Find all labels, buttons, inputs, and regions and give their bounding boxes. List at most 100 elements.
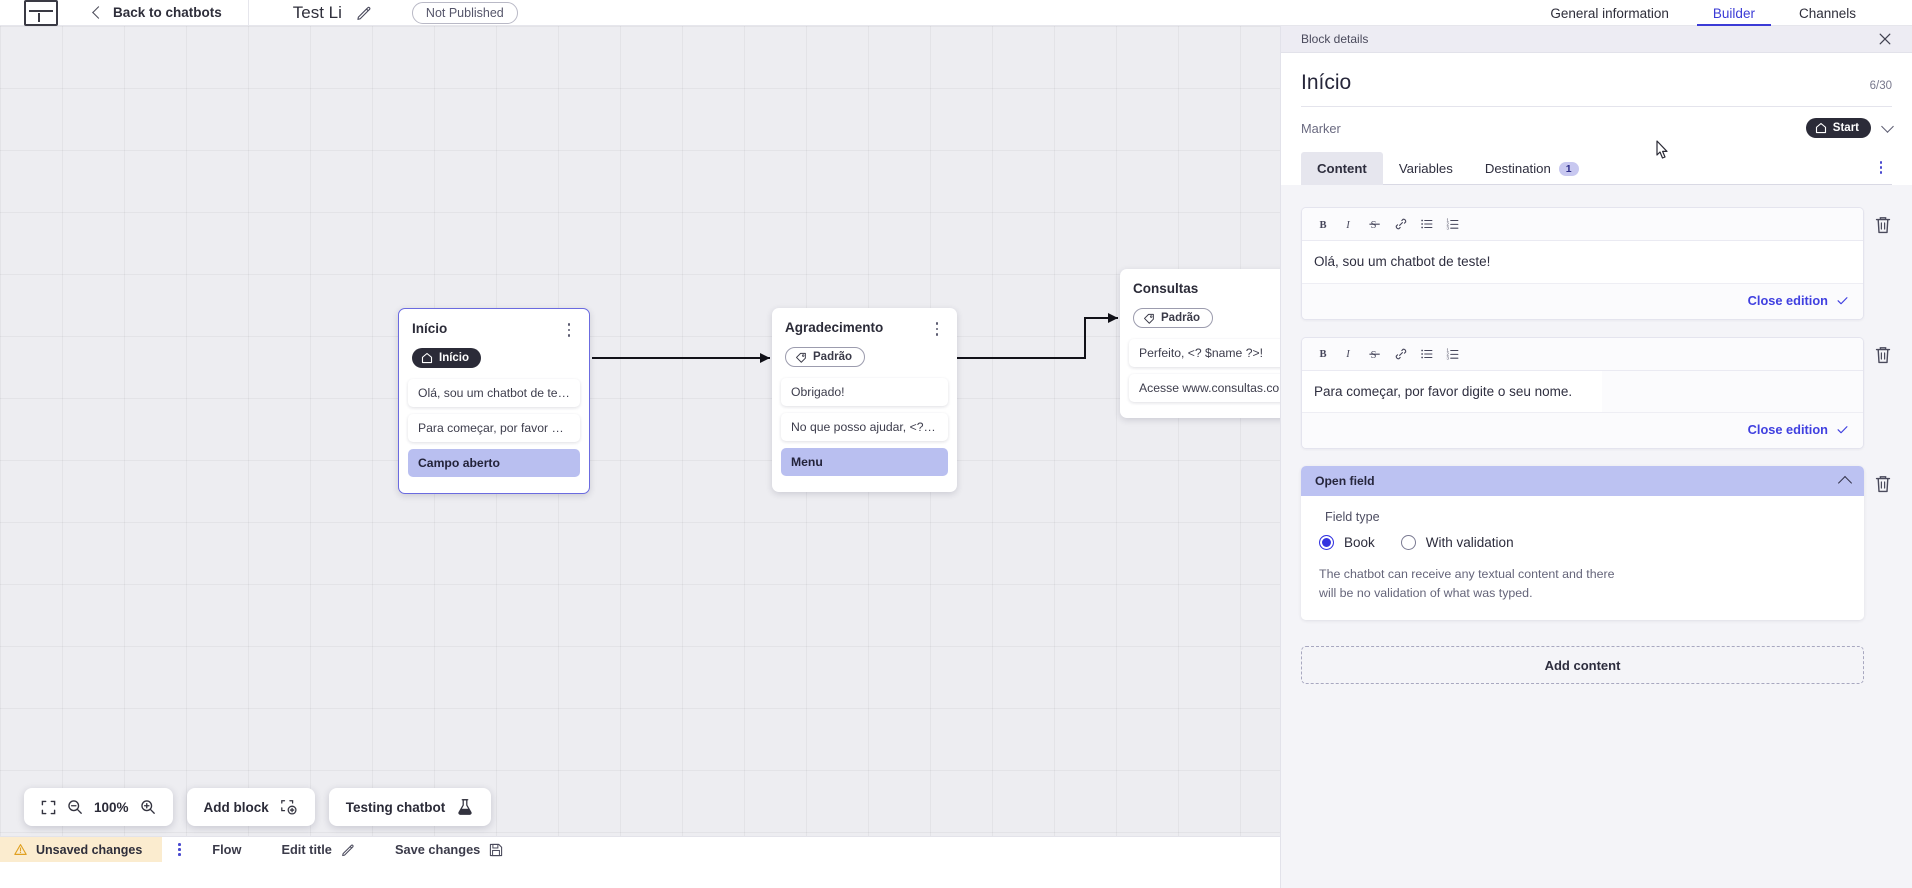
trash-icon[interactable] [1874,215,1892,235]
tab-destination-label: Destination [1484,161,1551,176]
marker-badge-label: Padrão [1161,312,1200,324]
block-menu-icon[interactable] [930,320,944,338]
bot-title-group: Test Li Not Published [249,1,518,24]
zoom-controls: 100% [24,788,173,826]
rich-text-content[interactable]: Para começar, por favor digite o seu nom… [1302,370,1602,413]
add-block-icon [280,800,297,815]
panel-tabs: Content Variables Destination 1 [1301,147,1892,185]
radio-option-with-validation[interactable]: With validation [1400,535,1514,551]
zoom-out-icon[interactable] [67,799,83,815]
bold-icon[interactable]: B [1310,213,1336,235]
warning-triangle-icon [14,844,27,855]
tab-builder[interactable]: Builder [1691,0,1777,26]
strikethrough-icon[interactable]: S [1362,343,1388,365]
tab-channels[interactable]: Channels [1798,5,1856,21]
tab-destination[interactable]: Destination 1 [1469,152,1595,185]
bullet-list-icon[interactable] [1414,343,1440,365]
block-rows: Obrigado! No que posso ajudar, <? $name … [772,378,957,492]
link-icon[interactable] [1388,213,1414,235]
radio-with-validation-input[interactable] [1400,535,1416,551]
block-header: Agradecimento [772,308,957,338]
chevron-down-icon[interactable] [1881,119,1894,133]
canvas-toolbar: 100% Add block Testing chatbot [24,788,492,826]
rich-text-editor[interactable]: B I S [1301,336,1864,450]
block-row[interactable]: Para começar, por favor digite o ... [408,414,580,442]
panel-title-row: Início 6/30 [1301,53,1892,107]
tab-variables[interactable]: Variables [1383,152,1469,185]
close-edition-label: Close edition [1747,422,1828,438]
block-row[interactable]: Obrigado! [781,378,948,406]
block-row[interactable]: Campo aberto [408,449,580,477]
zoom-in-icon[interactable] [140,799,156,815]
block-row[interactable]: Acesse www.consultas.com par... [1129,374,1303,402]
close-edition-button[interactable]: Close edition [1748,293,1849,308]
radio-option-book[interactable]: Book [1319,535,1375,551]
marker-badge-label: Padrão [813,351,852,363]
tab-content-label: Content [1317,161,1367,176]
pencil-icon[interactable] [356,5,372,21]
check-icon [1837,296,1848,304]
close-edition-label: Close edition [1747,292,1828,308]
svg-text:B: B [1319,220,1326,231]
zoom-level: 100% [94,799,129,815]
edit-title-button[interactable]: Edit title [261,837,374,863]
tab-content[interactable]: Content [1301,152,1383,185]
bullet-list-icon[interactable] [1414,213,1440,235]
tag-icon [1144,313,1154,324]
add-block-button[interactable]: Add block [186,788,315,826]
save-changes-button[interactable]: Save changes [375,837,523,863]
numbered-list-icon[interactable]: 1 2 3 [1440,213,1466,235]
chevron-up-icon[interactable] [1837,476,1853,491]
italic-icon[interactable]: I [1336,213,1362,235]
rich-text-content[interactable]: Olá, sou um chatbot de teste! [1302,241,1863,283]
testing-chatbot-button[interactable]: Testing chatbot [328,788,492,826]
rich-text-footer: Close edition [1302,282,1863,319]
more-vertical-icon[interactable] [166,837,192,863]
status-badge: Not Published [411,1,518,24]
top-bar: Back to chatbots Test Li Not Published G… [0,0,1912,26]
radio-book-input[interactable] [1319,535,1334,551]
rich-text-editor[interactable]: B I S [1301,207,1864,320]
block-menu-icon[interactable] [562,321,576,339]
panel-tabs-more-icon[interactable] [1870,157,1892,179]
block-marker[interactable]: Padrão [772,338,957,378]
tab-general-information[interactable]: General information [1550,5,1669,21]
svg-text:S: S [1371,350,1377,361]
flow-button[interactable]: Flow [192,837,261,863]
app-logo[interactable] [0,0,60,26]
open-field-header[interactable]: Open field [1301,466,1864,497]
trash-icon[interactable] [1874,474,1892,494]
numbered-list-icon[interactable]: 1 2 3 [1440,343,1466,365]
open-field-title: Open field [1315,474,1375,489]
unsaved-changes-label: Unsaved changes [36,842,143,857]
link-icon[interactable] [1388,343,1414,365]
open-field-panel: Open field Field type Book Wi [1301,466,1864,621]
bot-name: Test Li [292,2,342,22]
back-to-chatbots-button[interactable]: Back to chatbots [60,0,248,26]
italic-icon[interactable]: I [1336,343,1362,365]
block-title: Consultas [1133,281,1199,296]
add-content-button[interactable]: Add content [1301,646,1864,685]
char-counter: 6/30 [1869,80,1892,92]
fit-screen-icon[interactable] [41,800,56,815]
close-icon[interactable] [1878,32,1892,46]
marker-select[interactable]: Start [1805,118,1894,138]
marker-badge-label: Início [439,352,470,364]
block-row[interactable]: Olá, sou um chatbot de teste! [408,379,580,407]
marker-value-label: Start [1832,122,1859,134]
panel-header: Block details [1281,26,1912,53]
block-row[interactable]: No que posso ajudar, <? $name ... [781,413,948,441]
rich-text-toolbar: B I S [1302,337,1863,371]
strikethrough-icon[interactable]: S [1362,213,1388,235]
flow-block-agradecimento[interactable]: Agradecimento Padrão Obrigado! No que po… [772,308,957,492]
marker-row: Marker Start [1301,107,1894,147]
block-marker[interactable]: Início [399,339,589,379]
trash-icon[interactable] [1874,345,1892,365]
bold-icon[interactable]: B [1310,343,1336,365]
block-marker[interactable]: Padrão [1120,299,1312,339]
marker-label: Marker [1301,120,1341,136]
close-edition-button[interactable]: Close edition [1748,422,1849,437]
block-row[interactable]: Perfeito, <? $name ?>! [1129,339,1303,367]
block-row[interactable]: Menu [781,448,948,476]
flow-block-inicio[interactable]: Início Início Olá, sou um chatbot de tes… [398,308,590,494]
